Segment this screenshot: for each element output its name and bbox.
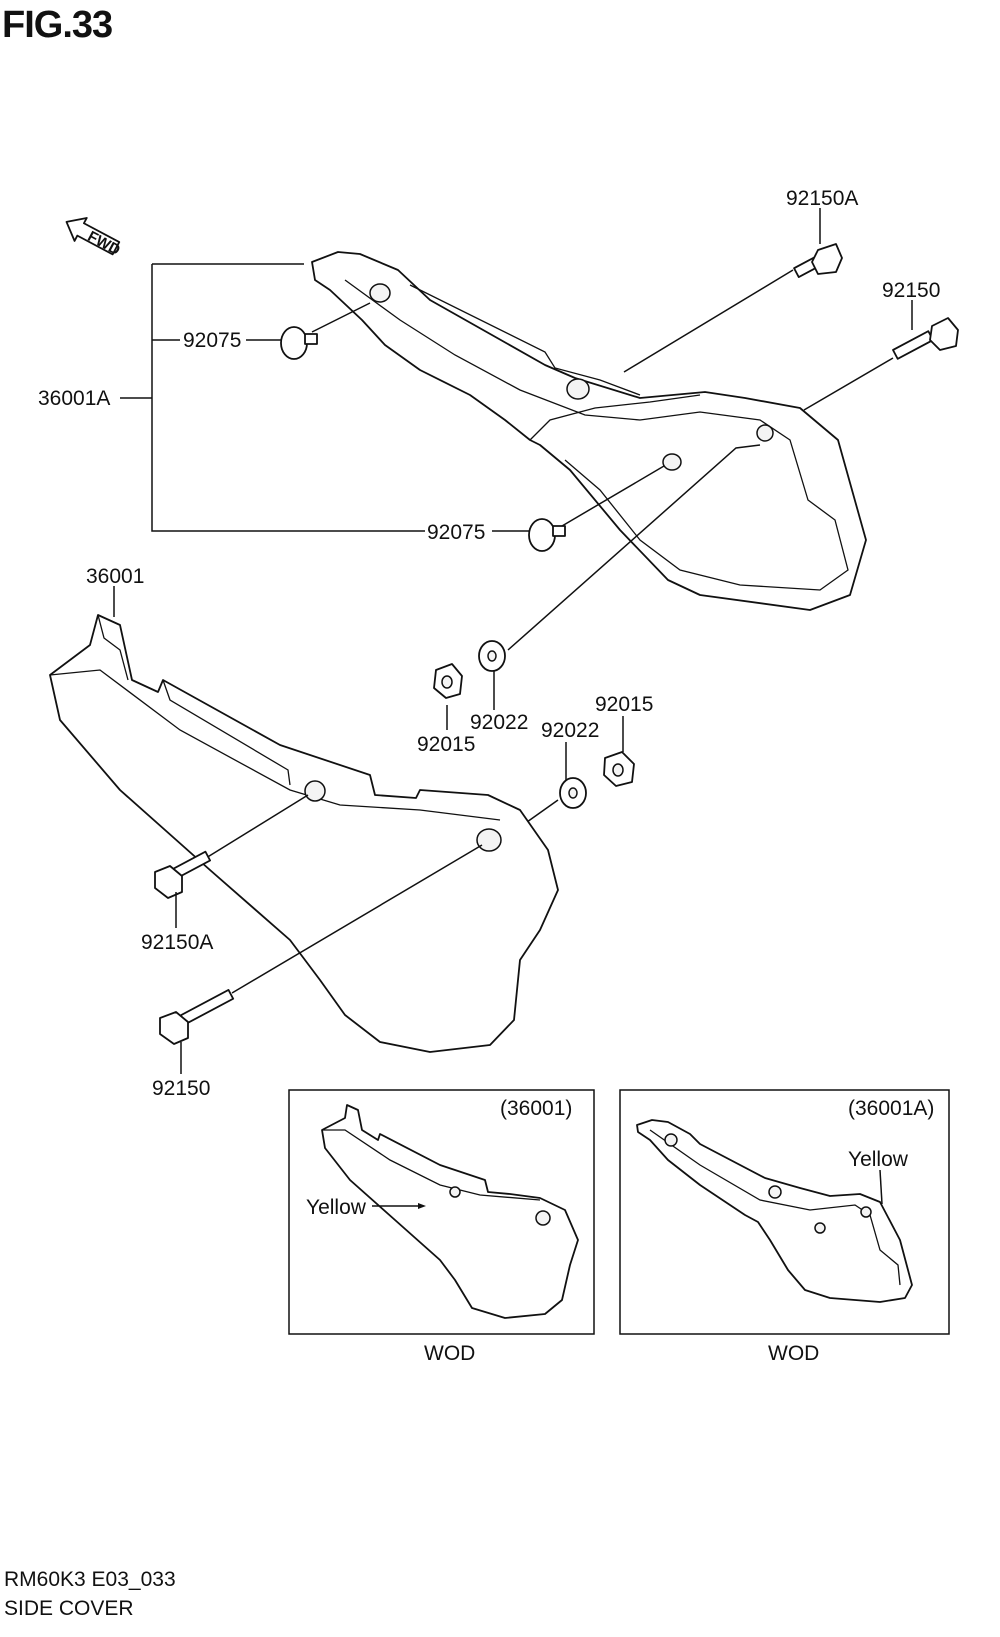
callout-92022-b: 92022 — [541, 719, 599, 742]
inset-36001A: (36001A) Yellow — [619, 1089, 950, 1335]
callout-92075-b: 92075 — [427, 521, 485, 544]
fwd-arrow-icon: FWD — [65, 217, 123, 259]
callout-92150-top: 92150 — [882, 279, 940, 302]
callout-36001A: 36001A — [38, 387, 110, 410]
callout-92150A-top: 92150A — [786, 187, 858, 210]
inset-36001A-variant: WOD — [768, 1342, 819, 1365]
nut-92015-b — [603, 751, 635, 787]
callout-92015-a: 92015 — [417, 733, 475, 756]
callout-92022-a: 92022 — [470, 711, 528, 734]
inset-36001: (36001) Yellow — [288, 1089, 595, 1335]
callout-92150A-bottom: 92150A — [141, 931, 213, 954]
callout-92075-a: 92075 — [183, 329, 241, 352]
fwd-label: FWD — [85, 228, 123, 259]
callout-92150-bottom: 92150 — [152, 1077, 210, 1100]
grommet-92075-b — [528, 465, 665, 552]
figure-title: FIG.33 — [2, 4, 113, 46]
inset-36001-color-note: Yellow — [306, 1196, 367, 1219]
washer-92022-b — [526, 777, 587, 823]
diagram-subtitle: SIDE COVER — [4, 1597, 134, 1620]
inset-36001-variant: WOD — [424, 1342, 475, 1365]
side-cover-36001A — [311, 251, 867, 611]
callout-92015-b: 92015 — [595, 693, 653, 716]
bolt-92150-top — [803, 317, 959, 411]
inset-36001-part-label: (36001) — [500, 1097, 572, 1120]
inset-36001A-part-label: (36001A) — [848, 1097, 934, 1120]
bolt-92150-bottom — [159, 844, 483, 1045]
diagram-code: RM60K3 E03_033 — [4, 1568, 176, 1591]
nut-92015-a — [433, 663, 463, 699]
washer-92022-a — [478, 444, 761, 672]
bolt-92150A-bottom — [154, 794, 309, 899]
side-cover-36001 — [49, 614, 559, 1053]
grommet-92075-a — [280, 302, 371, 360]
bolt-92150A-top — [623, 243, 843, 373]
inset-36001A-color-note: Yellow — [848, 1148, 909, 1171]
callout-36001: 36001 — [86, 565, 144, 588]
